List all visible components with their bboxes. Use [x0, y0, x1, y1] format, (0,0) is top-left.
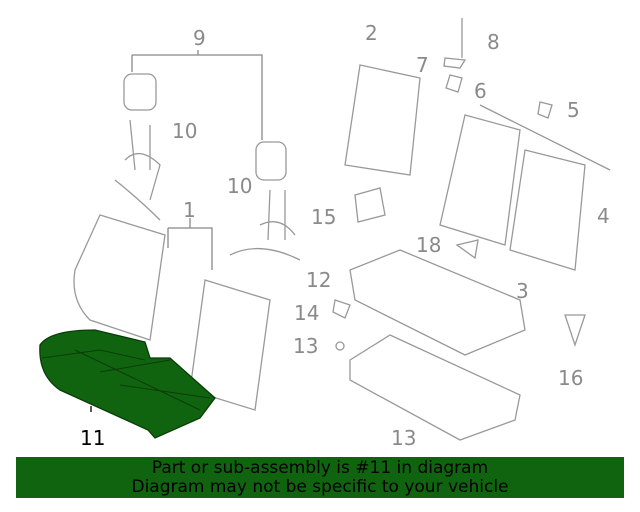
rod-4 [479, 104, 611, 171]
banner-line-2: Diagram may not be specific to your vehi… [131, 477, 509, 497]
callout-16: 15 [311, 205, 337, 229]
leader-9 [131, 50, 263, 140]
seatback-frame-2 [344, 64, 421, 176]
callout-18: 18 [416, 233, 442, 257]
seat-cushion-11[interactable] [39, 329, 216, 439]
callout-17: 16 [558, 366, 584, 390]
headrest-left [123, 73, 157, 111]
info-banner: Part or sub-assembly is #11 in diagram D… [16, 457, 624, 498]
seatback-frames-3 [439, 114, 586, 271]
callout-4: 4 [597, 204, 610, 228]
guide-right [229, 189, 301, 261]
callout-8: 8 [487, 30, 500, 54]
callout-15: 14 [294, 301, 320, 325]
seatback-left [73, 214, 166, 341]
leader-1 [167, 218, 213, 270]
callout-14: 13 [293, 334, 319, 358]
callout-2: 2 [365, 21, 378, 45]
callout-7: 7 [416, 53, 429, 77]
seatback-right [189, 279, 271, 411]
small-parts [332, 18, 586, 348]
headrest-right [255, 141, 287, 181]
callout-12: 12 [306, 268, 332, 292]
callout-6: 6 [474, 79, 487, 103]
callout-1: 1 [183, 198, 196, 222]
callout-11[interactable]: 11 [80, 426, 106, 450]
bolt-14 [335, 341, 345, 351]
callout-9: 9 [193, 26, 206, 50]
callout-5: 5 [567, 98, 580, 122]
callout-10-left: 10 [172, 119, 198, 143]
cushion-frame-12 [349, 249, 526, 356]
guide-left [114, 119, 161, 221]
banner-line-1: Part or sub-assembly is #11 in diagram [151, 458, 489, 478]
cushion-pan-13 [349, 334, 521, 441]
callout-13: 13 [391, 426, 417, 450]
callout-10-right: 10 [227, 174, 253, 198]
callout-3: 3 [516, 279, 529, 303]
